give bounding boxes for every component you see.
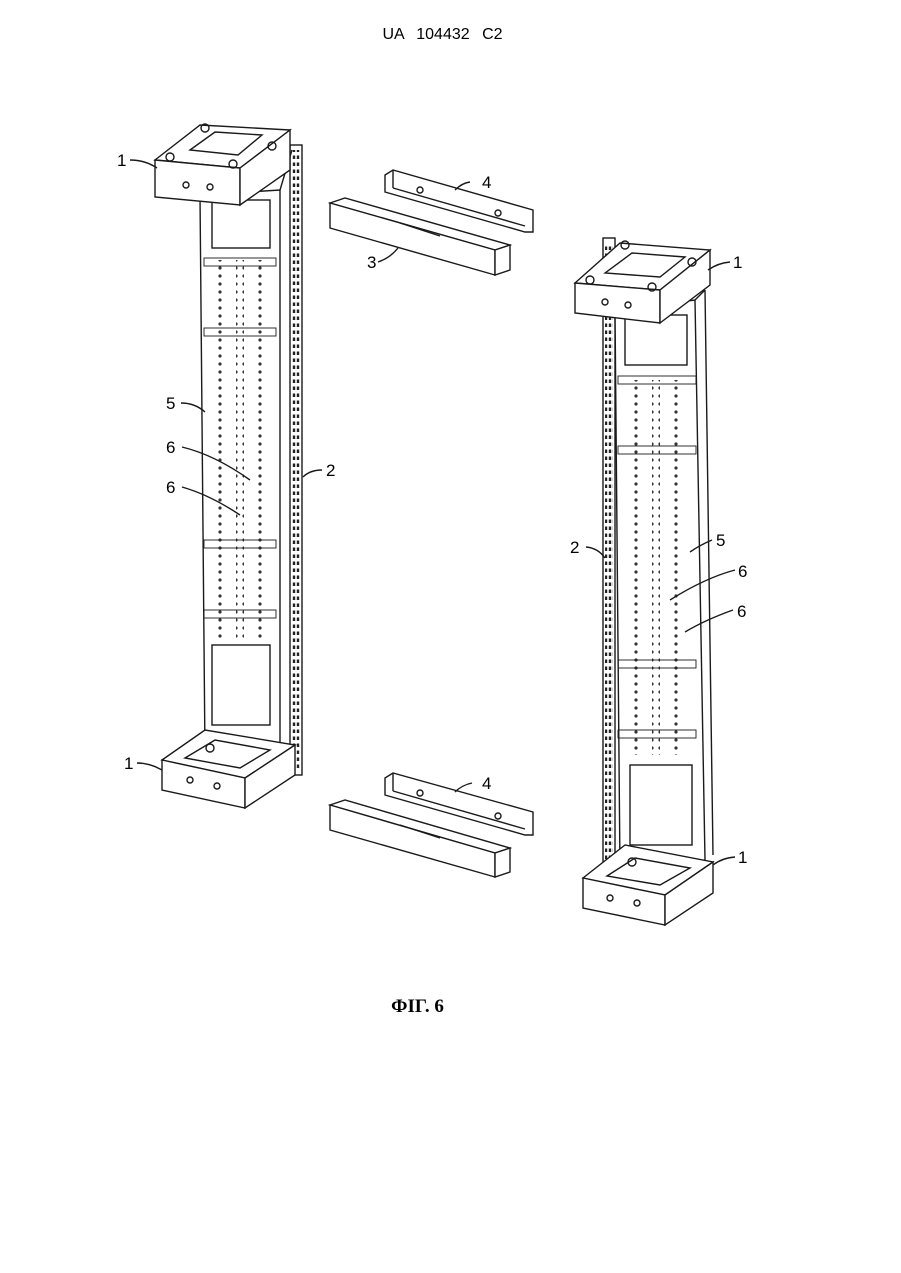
right-perforation-col-2 <box>652 380 660 755</box>
left-rail-holes <box>292 150 300 770</box>
left-perforation-col-3 <box>254 260 262 640</box>
right-rack <box>575 238 713 925</box>
label-panel-right: 5 <box>716 531 725 550</box>
label-bracket-bottom: 4 <box>482 774 491 793</box>
label-crossbar: 3 <box>367 253 376 272</box>
right-perforation-col-3 <box>672 380 680 755</box>
label-base-left-bottom: 1 <box>124 754 133 773</box>
label-perforation-right-1: 6 <box>738 562 747 581</box>
left-perforation-col-2 <box>236 260 244 640</box>
left-perforation-col-1 <box>218 260 226 640</box>
label-base-right-top: 1 <box>733 253 742 272</box>
label-perforation-right-2: 6 <box>737 602 746 621</box>
right-perforation-col-1 <box>632 380 640 755</box>
label-base-left-top: 1 <box>117 151 126 170</box>
label-base-right-bottom: 1 <box>738 848 747 867</box>
label-panel-left: 5 <box>166 394 175 413</box>
right-rail-holes <box>605 243 613 863</box>
label-rail-right: 2 <box>570 538 579 557</box>
label-bracket-top: 4 <box>482 173 491 192</box>
label-perforation-left-1: 6 <box>166 438 175 457</box>
label-rail-left: 2 <box>326 461 335 480</box>
figure-caption: ФІГ. 6 <box>0 996 835 1018</box>
left-bottom-base <box>162 730 295 808</box>
label-perforation-left-2: 6 <box>166 478 175 497</box>
